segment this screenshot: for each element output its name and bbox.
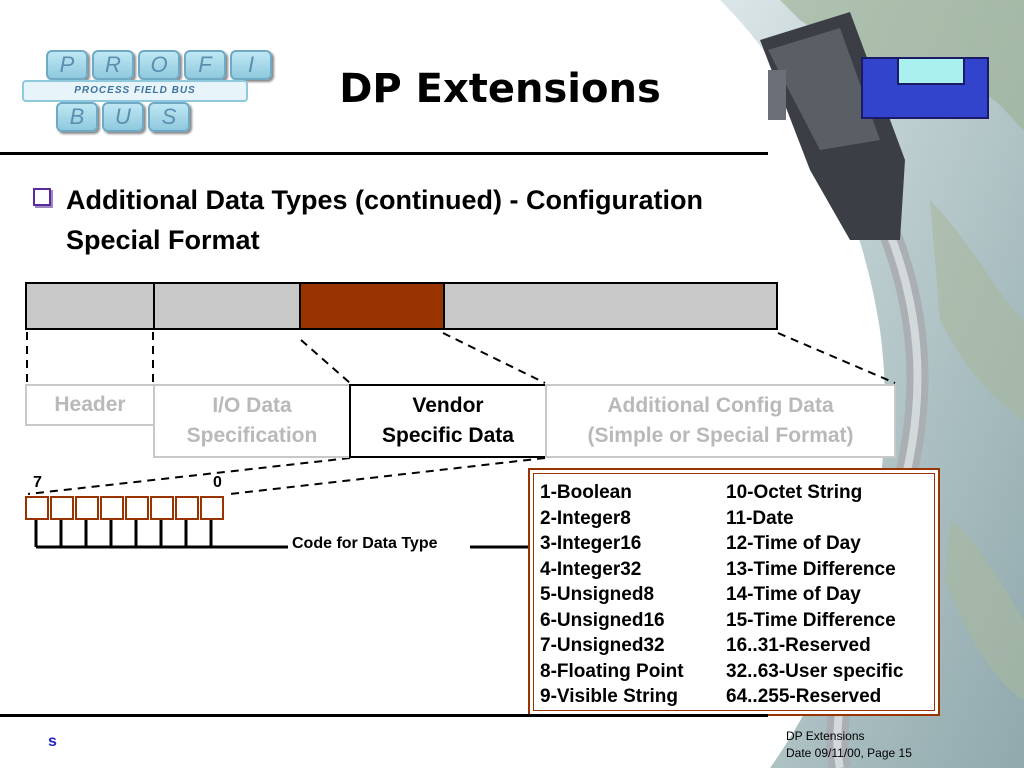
dashed-line	[27, 457, 351, 495]
dashed-line	[229, 457, 546, 495]
types-left-column: 1-Boolean 2-Integer8 3-Integer16 4-Integ…	[540, 480, 684, 710]
bit-7-label: 7	[33, 474, 42, 491]
dashed-line	[442, 332, 546, 384]
type-item: 32..63-User specific	[726, 660, 904, 682]
type-item: 3-Integer16	[540, 533, 642, 554]
type-item: 7-Unsigned32	[540, 635, 665, 656]
type-item: 14-Time of Day	[726, 584, 861, 605]
bit-cell	[125, 496, 149, 520]
type-item: 8-Floating Point	[540, 660, 684, 682]
footer-date: Date 09/11/00, Page 15	[786, 746, 912, 760]
additional-label-line-1: Additional Config Data	[607, 394, 834, 417]
type-item: 13-Time Difference	[726, 558, 896, 580]
logo-letter: U	[102, 102, 144, 132]
dashed-line	[300, 339, 351, 384]
heading-line-1: Additional Data Types (continued) - Conf…	[66, 185, 703, 215]
type-item: 12-Time of Day	[726, 533, 861, 554]
types-right-column: 10-Octet String 11-Date 12-Time of Day 1…	[726, 480, 903, 710]
dashed-line	[777, 332, 896, 384]
logo-letter: F	[184, 50, 226, 80]
bar-segment-additional	[443, 282, 778, 330]
additional-label-line-2: (Simple or Special Format)	[587, 424, 854, 447]
checkbox-bullet-icon	[33, 188, 51, 206]
type-item: 1-Boolean	[540, 482, 632, 503]
type-item: 16..31-Reserved	[726, 635, 871, 656]
bit-cell	[75, 496, 99, 520]
type-item: 9-Visible String	[540, 686, 678, 707]
bar-segment-io	[153, 282, 301, 330]
io-label-line-2: Specification	[186, 424, 318, 447]
additional-config-box: Additional Config Data (Simple or Specia…	[545, 384, 896, 458]
bar-segment-vendor	[299, 282, 445, 330]
footer-title: DP Extensions	[786, 729, 865, 743]
vendor-data-box: Vendor Specific Data	[349, 384, 547, 458]
io-label-line-1: I/O Data	[212, 394, 292, 417]
logo-band: PROCESS FIELD BUS	[22, 80, 248, 102]
footer-mark: s	[48, 733, 57, 750]
logo-letter: P	[46, 50, 88, 80]
logo-letter: B	[56, 102, 98, 132]
bit-cell	[175, 496, 199, 520]
code-for-data-type-label: Code for Data Type	[292, 535, 438, 552]
logo-letter: O	[138, 50, 180, 80]
type-item: 5-Unsigned8	[540, 584, 655, 605]
type-item: 15-Time Difference	[726, 609, 896, 631]
type-item: 4-Integer32	[540, 558, 642, 580]
slide-title: DP Extensions	[339, 66, 661, 112]
footer-divider	[0, 714, 768, 717]
bullet-heading: Additional Data Types (continued) - Conf…	[66, 180, 866, 260]
type-item: 10-Octet String	[726, 482, 863, 503]
bit-cell	[25, 496, 49, 520]
type-item: 2-Integer8	[540, 507, 631, 529]
type-item: 6-Unsigned16	[540, 609, 665, 631]
vendor-label-line-2: Specific Data	[382, 424, 514, 447]
type-item: 64..255-Reserved	[726, 686, 882, 707]
bit-cell	[100, 496, 124, 520]
type-item: 11-Date	[726, 507, 794, 529]
bit-cell	[150, 496, 174, 520]
data-types-table: 1-Boolean 2-Integer8 3-Integer16 4-Integ…	[528, 468, 940, 716]
bit-cell	[200, 496, 224, 520]
logo-letter: S	[148, 102, 190, 132]
vendor-label-line-1: Vendor	[412, 394, 484, 417]
header-box: Header	[25, 384, 155, 426]
title-divider	[0, 152, 768, 155]
heading-line-2: Special Format	[66, 225, 260, 255]
header-label: Header	[54, 393, 126, 416]
logo-letter: R	[92, 50, 134, 80]
bit-0-label: 0	[213, 474, 222, 491]
logo-letter: I	[230, 50, 272, 80]
bit-cell	[50, 496, 74, 520]
io-data-box: I/O Data Specification	[153, 384, 351, 458]
